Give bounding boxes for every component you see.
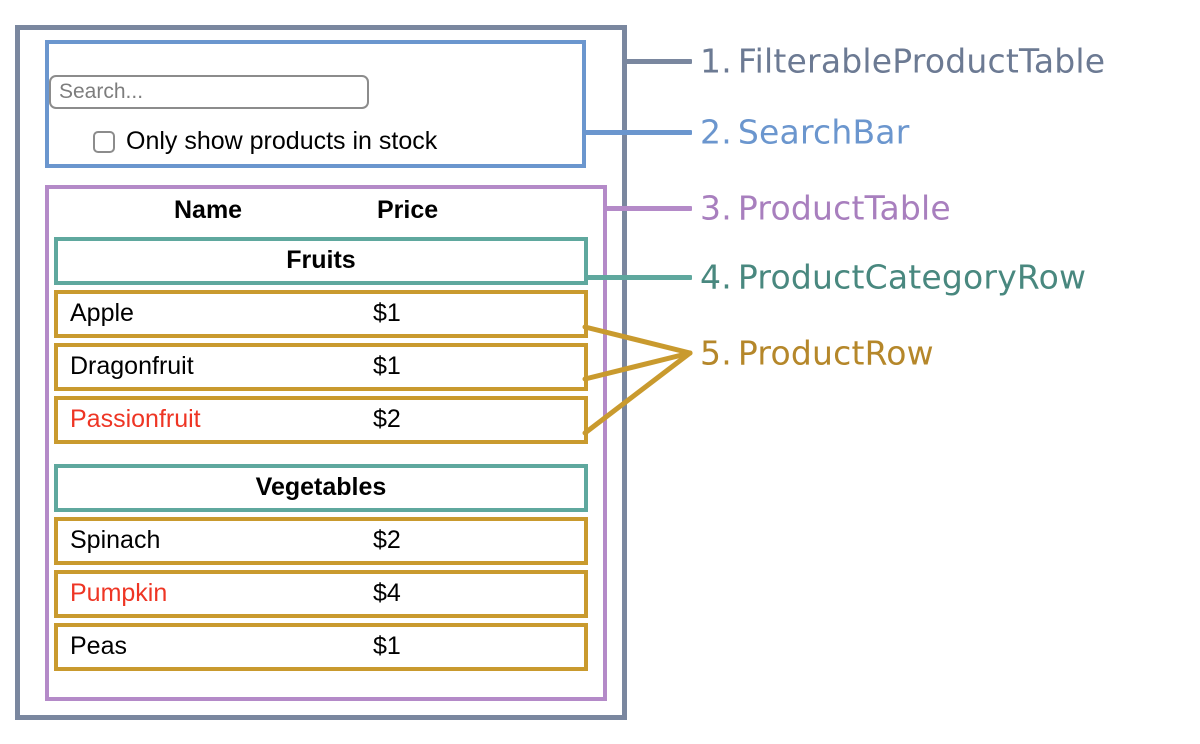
- callout-3-number: 3.: [700, 188, 732, 228]
- product-name: Pumpkin: [70, 579, 168, 607]
- product-name: Dragonfruit: [70, 352, 194, 380]
- product-row[interactable]: Pumpkin $4: [54, 570, 588, 618]
- product-category-row: Vegetables: [54, 464, 588, 512]
- callout-2-label: SearchBar: [737, 112, 910, 152]
- leader-line-3: [604, 206, 692, 211]
- callout-4: 4.ProductCategoryRow: [700, 258, 1086, 297]
- product-price: $1: [373, 352, 401, 380]
- in-stock-checkbox-label: Only show products in stock: [126, 127, 438, 155]
- leader-lines-product-rows: [582, 324, 693, 436]
- leader-line-4: [585, 275, 692, 280]
- callout-2: 2.SearchBar: [700, 113, 910, 152]
- product-table-body: Name Price Fruits Apple $1 Dragonfruit $…: [54, 193, 588, 676]
- section-spacer: [54, 449, 588, 464]
- table-header-row: Name Price: [54, 193, 588, 237]
- callout-1-label: FilterableProductTable: [737, 41, 1106, 81]
- in-stock-checkbox[interactable]: [93, 130, 115, 153]
- callout-3-label: ProductTable: [737, 188, 951, 228]
- product-row[interactable]: Passionfruit $2: [54, 396, 588, 444]
- product-price: $4: [373, 579, 401, 607]
- product-category-label: Vegetables: [255, 473, 387, 501]
- column-header-name: Name: [174, 196, 243, 224]
- search-input[interactable]: [49, 75, 369, 109]
- callout-5: 5.ProductRow: [700, 334, 934, 373]
- product-row[interactable]: Peas $1: [54, 623, 588, 671]
- product-price: $1: [373, 299, 401, 327]
- product-name: Peas: [70, 632, 127, 660]
- product-row[interactable]: Dragonfruit $1: [54, 343, 588, 391]
- leader-line-2: [583, 130, 692, 135]
- leader-line-1: [624, 59, 692, 64]
- callout-2-number: 2.: [700, 112, 732, 152]
- callout-5-label: ProductRow: [737, 333, 934, 373]
- product-price: $2: [373, 526, 401, 554]
- product-price: $1: [373, 632, 401, 660]
- callout-4-label: ProductCategoryRow: [737, 257, 1087, 297]
- callout-1: 1.FilterableProductTable: [700, 42, 1105, 81]
- product-row[interactable]: Spinach $2: [54, 517, 588, 565]
- product-name: Apple: [70, 299, 134, 327]
- in-stock-checkbox-row[interactable]: Only show products in stock: [93, 127, 437, 156]
- product-name: Spinach: [70, 526, 161, 554]
- product-price: $2: [373, 405, 401, 433]
- callout-3: 3.ProductTable: [700, 189, 951, 228]
- product-name: Passionfruit: [70, 405, 201, 433]
- callout-4-number: 4.: [700, 257, 732, 297]
- product-category-row: Fruits: [54, 237, 588, 285]
- product-row[interactable]: Apple $1: [54, 290, 588, 338]
- callout-1-number: 1.: [700, 41, 732, 81]
- product-category-label: Fruits: [286, 246, 356, 274]
- column-header-price: Price: [377, 196, 439, 224]
- callout-5-number: 5.: [700, 333, 732, 373]
